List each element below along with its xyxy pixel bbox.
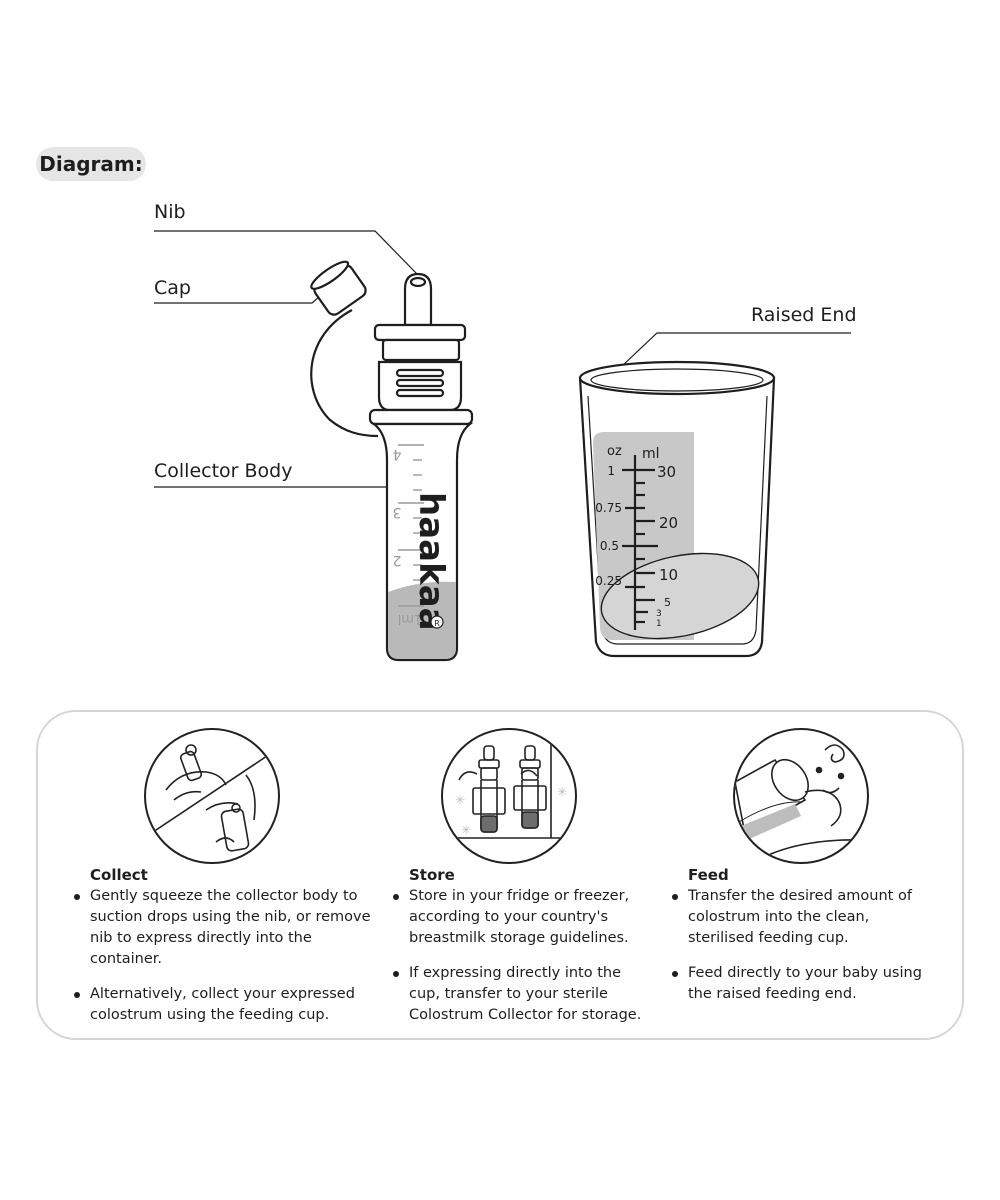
scale-oz-025: 0.25 xyxy=(595,574,622,588)
scale-oz-05: 0.5 xyxy=(600,539,619,553)
step-store: Store Store in your fridge or freezer, a… xyxy=(391,866,653,1040)
scale-oz-label: oz xyxy=(607,444,622,459)
feeding-cup-step-icon xyxy=(733,728,869,864)
diagram-heading: Diagram: xyxy=(36,147,146,181)
step-bullet: Gently squeeze the collector body to suc… xyxy=(72,886,372,970)
feeding-cup-icon: oz ml 1 0.75 0.5 0.25 30 20 10 5 3 1 xyxy=(578,360,776,658)
svg-text:✳: ✳ xyxy=(455,793,465,807)
step-feed: Feed Transfer the desired amount of colo… xyxy=(670,866,932,1019)
colostrum-collector-icon: 4 3 2 1ml haakaa R xyxy=(310,260,474,662)
scale-ml-1: 1 xyxy=(656,619,662,629)
collector-tick-4: 4 xyxy=(392,446,401,462)
scale-oz-1: 1 xyxy=(607,464,615,478)
collector-tick-2: 2 xyxy=(393,552,402,568)
step-bullet: Transfer the desired amount of colostrum… xyxy=(670,886,932,949)
product-diagram: 4 3 2 1ml haakaa R xyxy=(154,230,851,662)
svg-text:✳: ✳ xyxy=(461,823,471,837)
step-bullet: Store in your fridge or freezer, accordi… xyxy=(391,886,653,949)
collector-unit: 1ml xyxy=(398,611,423,626)
haakaa-logo: haakaa xyxy=(411,492,451,631)
scale-ml-10: 10 xyxy=(659,566,678,584)
collector-tick-3: 3 xyxy=(393,504,402,520)
squeeze-hand-icon xyxy=(144,728,280,864)
fridge-icon: ✳ ✳ ✳ xyxy=(441,728,577,864)
scale-ml-label: ml xyxy=(642,446,660,462)
step-bullet: Feed directly to your baby using the rai… xyxy=(670,963,932,1005)
svg-text:✳: ✳ xyxy=(557,785,567,799)
registered-mark: R xyxy=(434,619,440,628)
raised-end-label: Raised End xyxy=(751,304,857,326)
instructions-panel xyxy=(36,710,964,1040)
scale-ml-20: 20 xyxy=(659,514,678,532)
cap-label: Cap xyxy=(154,277,191,299)
step-title: Collect xyxy=(90,866,148,884)
scale-ml-30: 30 xyxy=(657,463,676,481)
scale-ml-5: 5 xyxy=(664,596,671,609)
step-title: Store xyxy=(409,866,455,884)
scale-ml-3: 3 xyxy=(656,609,662,619)
step-bullet: If expressing directly into the cup, tra… xyxy=(391,963,653,1026)
step-collect: Collect Gently squeeze the collector bod… xyxy=(72,866,372,1040)
nib-label: Nib xyxy=(154,201,186,223)
step-title: Feed xyxy=(688,866,729,884)
step-bullet: Alternatively, collect your expressed co… xyxy=(72,984,372,1026)
collector-body-label: Collector Body xyxy=(154,460,293,482)
scale-oz-075: 0.75 xyxy=(595,501,622,515)
